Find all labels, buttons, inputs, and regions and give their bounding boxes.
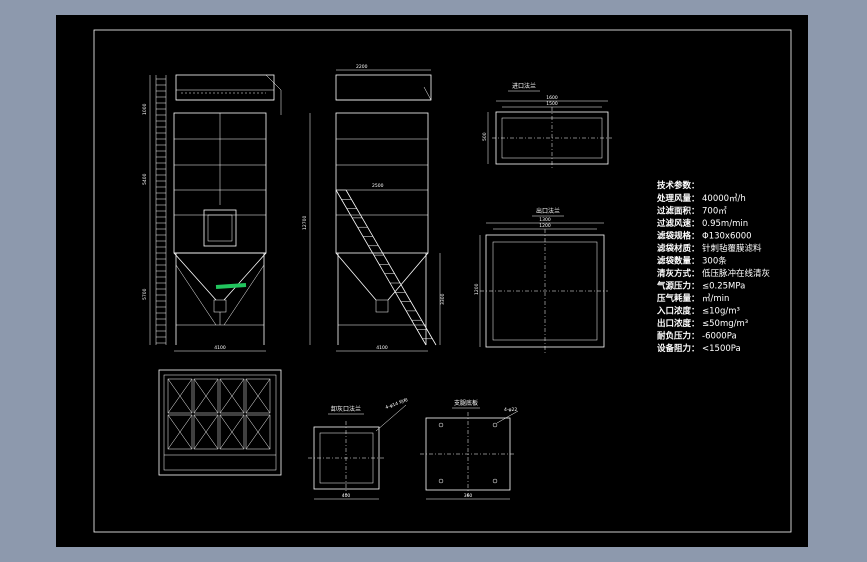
dim-ladder: 2500 [372,183,384,189]
tech-params-block: 技术参数： 处理风量：40000㎥/h过滤面积：700㎡过滤风速：0.95m/m… [656,180,770,354]
title-inlet-flange: 进口法兰 [512,82,536,90]
tech-param-label: 清灰方式： [657,268,700,279]
dim-left-1: 1000 [142,103,148,115]
tech-param-value: 针刺毡覆膜滤料 [702,243,762,254]
tech-param-label: 处理风量： [656,193,700,204]
tech-param-label: 过滤面积： [657,206,700,217]
tech-param-label: 过滤风速： [657,218,700,229]
tech-param-value: 700㎡ [702,207,727,217]
frame-cross [219,414,245,450]
bottom-plan-view [158,369,282,476]
tech-param-value: ㎥/min [702,294,729,304]
note-discharge-holes: 4-φ14 均布 [384,396,409,411]
dim-support-width: 360 [464,493,473,499]
tech-param-label: 入口浓度： [656,306,700,317]
support-plate-view: 支腿底板 4-φ22 360 [420,399,519,500]
tech-param-value: -6000Pa [702,332,737,342]
discharge-flange-view: 卸灰口法兰 4-φ14 均布 400 [308,396,409,500]
frame-cross [193,414,219,450]
dim-side-top: 2200 [356,64,368,70]
title-outlet-flange: 出口法兰 [536,207,560,215]
frame-cross [245,378,271,414]
side-view: 2200 2500 4100 12700 3300 [302,64,446,352]
dim-hopper-height: 3300 [440,293,446,305]
front-view: 4100 1000 5400 5700 [142,74,282,352]
dim-front-width: 4100 [214,345,226,351]
frame-cross [167,378,193,414]
filter-frame [245,414,271,450]
tech-param-value: ≤10g/m³ [702,307,740,317]
filter-frame [219,414,245,450]
tech-param-label: 出口浓度： [657,318,700,329]
tech-param-label: 气源压力： [656,281,700,292]
tech-param-value: 300条 [702,256,727,267]
tech-param-value: 40000㎥/h [702,194,746,204]
tech-param-value: 低压脉冲在线清灰 [702,268,770,279]
tech-param-label: 耐负压力： [657,331,700,342]
dim-discharge-width: 400 [342,493,351,499]
filter-frame [167,414,193,450]
tech-param-value: Φ130x6000 [702,232,752,242]
tech-param-label: 设备阻力： [657,343,700,354]
dim-side-height: 12700 [302,216,308,230]
tech-params-heading: 技术参数： [657,180,700,191]
drawing-frame [93,29,792,533]
tech-param-label: 压气耗量： [657,293,700,304]
frame-cross [167,414,193,450]
cad-drawing: 4100 1000 5400 5700 2200 2500 4100 12700 [93,29,792,533]
note-support-holes: 4-φ22 [504,407,517,413]
dim-left-3: 5700 [142,288,148,300]
inlet-flange-view: 进口法兰 1600 1500 500 [482,82,612,169]
dim-inlet-outer: 1600 [546,95,558,101]
filter-frame [219,378,245,414]
dim-inlet-inner: 1500 [546,101,558,107]
dim-outlet-height: 1200 [474,283,480,295]
frame-cross [193,378,219,414]
outlet-flange-view: 出口法兰 1300 1200 1200 [474,207,608,353]
dim-outlet-outer: 1300 [539,217,551,223]
tech-param-value: 0.95m/min [702,219,748,229]
filter-frame [193,378,219,414]
title-discharge-flange: 卸灰口法兰 [331,405,361,413]
drawing-sheet: 4100 1000 5400 5700 2200 2500 4100 12700 [56,15,808,547]
tech-param-value: <1500Pa [702,344,741,354]
tech-param-label: 滤袋材质： [657,243,700,254]
tech-param-label: 滤袋数量： [657,256,700,267]
tech-param-value: ≤0.25MPa [702,282,745,292]
dim-side-width: 4100 [376,345,388,351]
frame-cross [245,414,271,450]
frame-cross [219,378,245,414]
filter-frame [193,414,219,450]
dim-inlet-height: 500 [482,132,488,141]
tech-param-label: 滤袋规格： [657,231,700,242]
filter-frame [167,378,193,414]
highlighted-pipe [215,283,247,289]
tech-param-value: ≤50mg/m³ [702,319,748,329]
title-support-plate: 支腿底板 [454,399,478,407]
dim-outlet-inner: 1200 [539,223,551,229]
dim-left-2: 5400 [142,173,148,185]
filter-frame [245,378,271,414]
